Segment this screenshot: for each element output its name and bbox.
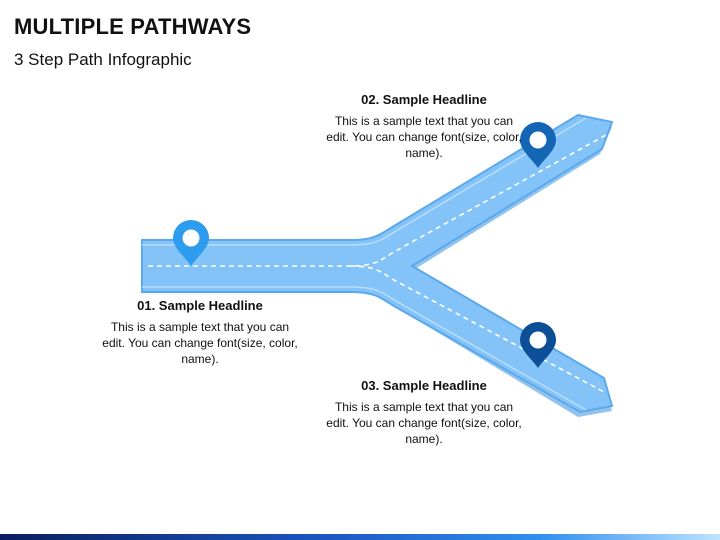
location-pin-2-icon xyxy=(520,122,556,168)
step-3-text: This is a sample text that you can edit.… xyxy=(326,400,522,446)
road-shape xyxy=(141,113,614,414)
location-pin-3-icon xyxy=(520,322,556,368)
step-3-headline: 03. Sample Headline xyxy=(361,378,487,393)
road-edge-top xyxy=(142,117,587,246)
center-line-lower xyxy=(349,265,607,394)
step-1-textbox: 01. Sample Headline This is a sample tex… xyxy=(100,298,300,367)
step-1-headline: 01. Sample Headline xyxy=(137,298,263,313)
step-2-headline: 02. Sample Headline xyxy=(361,92,487,107)
location-pin-1-icon xyxy=(173,220,209,266)
page-title: MULTIPLE PATHWAYS xyxy=(14,14,252,39)
road-edge-bottom xyxy=(142,286,587,411)
page-subtitle: 3 Step Path Infographic xyxy=(14,50,192,69)
step-2-text: This is a sample text that you can edit.… xyxy=(326,114,522,160)
footer-gradient-bar xyxy=(0,534,720,540)
step-3-textbox: 03. Sample Headline This is a sample tex… xyxy=(324,378,524,447)
step-2-textbox: 02. Sample Headline This is a sample tex… xyxy=(324,92,524,161)
step-1-text: This is a sample text that you can edit.… xyxy=(102,320,298,366)
